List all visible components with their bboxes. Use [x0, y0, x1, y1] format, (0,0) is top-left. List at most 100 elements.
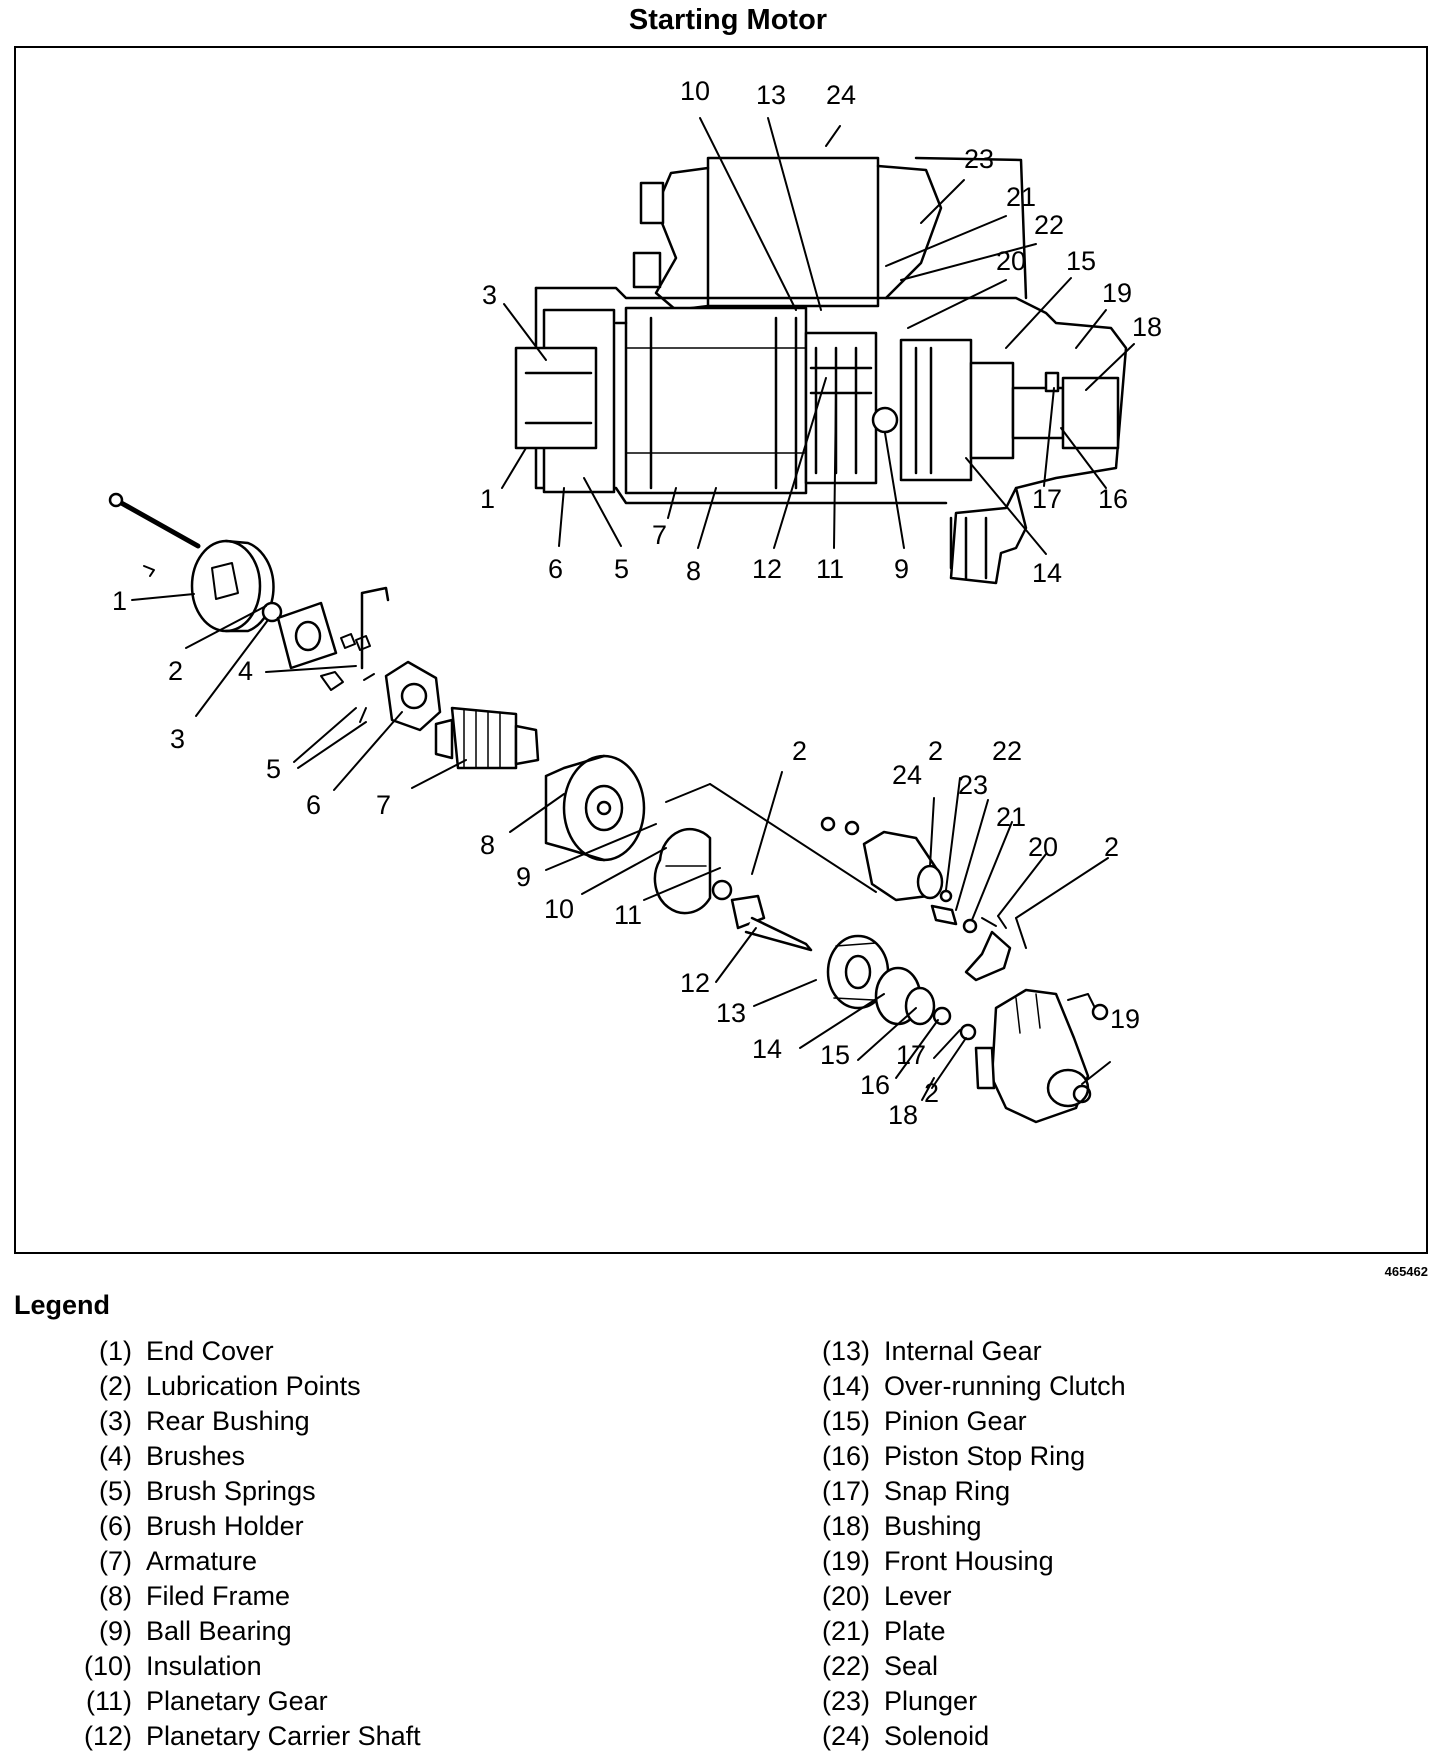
legend-label: Planetary Gear: [146, 1686, 328, 1716]
legend-label: Seal: [884, 1651, 939, 1681]
callout-12: 12: [752, 554, 782, 584]
legend-number: (23): [821, 1686, 870, 1716]
callout-17: 17: [896, 1040, 926, 1070]
legend-label: Brush Holder: [146, 1511, 304, 1541]
legend-item: (17) Snap Ring: [798, 1476, 1126, 1511]
legend-item: (6) Brush Holder: [60, 1511, 421, 1546]
callout-14: 14: [1032, 558, 1062, 588]
legend-label: Rear Bushing: [146, 1406, 310, 1436]
callout-15: 15: [1066, 246, 1096, 276]
legend-number: (17): [821, 1476, 870, 1506]
callout-20: 20: [996, 246, 1026, 276]
callout-2: 2: [924, 1078, 939, 1108]
callout-3: 3: [170, 724, 185, 754]
legend-label: Brush Springs: [146, 1476, 316, 1506]
callout-24: 24: [826, 80, 856, 110]
callout-23: 23: [964, 144, 994, 174]
legend-item: (2) Lubrication Points: [60, 1371, 421, 1406]
legend-number: (8): [99, 1581, 132, 1611]
callout-19: 19: [1102, 278, 1132, 308]
legend-label: Planetary Carrier Shaft: [146, 1721, 421, 1751]
callout-7: 7: [376, 790, 391, 820]
callout-14: 14: [752, 1034, 782, 1064]
legend-item: (9)Ball Bearing: [60, 1616, 421, 1651]
callout-9: 9: [516, 862, 531, 892]
callout-5: 5: [614, 554, 629, 584]
legend-number: (11): [85, 1686, 132, 1716]
callout-16: 16: [860, 1070, 890, 1100]
callout-11: 11: [816, 554, 844, 584]
callout-13: 13: [756, 80, 786, 110]
callout-5: 5: [266, 754, 281, 784]
callout-10: 10: [544, 894, 574, 924]
callout-23: 23: [958, 770, 988, 800]
legend-heading: Legend: [14, 1290, 111, 1320]
legend-item: (18) Bushing: [798, 1511, 1126, 1546]
starting-motor-diagram: 10 13 24 23 21 22 20 15 19 18 3 1 6 5 7 …: [108, 76, 1162, 1130]
callout-15: 15: [820, 1040, 850, 1070]
callout-6: 6: [548, 554, 563, 584]
legend-label: Brushes: [146, 1441, 246, 1471]
legend-label: Piston Stop Ring: [884, 1441, 1086, 1471]
callout-16: 16: [1098, 484, 1128, 514]
legend-number: (15): [821, 1406, 870, 1436]
legend-number: (3): [99, 1406, 132, 1436]
legend-number: (19): [821, 1546, 870, 1576]
legend-label: Armature: [146, 1546, 258, 1576]
callout-12: 12: [680, 968, 710, 998]
callout-2: 2: [168, 656, 183, 686]
callout-1: 1: [112, 586, 127, 616]
callout-10: 10: [680, 76, 710, 106]
legend-label: Lubrication Points: [146, 1371, 361, 1401]
callout-3: 3: [482, 280, 497, 310]
diagram-frame: 10 13 24 23 21 22 20 15 19 18 3 1 6 5 7 …: [14, 46, 1428, 1254]
exploded-callouts: 1 2 4 3 5 6 7 8 9 10 11 2 12 13 14 15 16…: [112, 586, 1140, 1130]
legend-number: (21): [821, 1616, 870, 1646]
legend-label: Snap Ring: [884, 1476, 1011, 1506]
legend-label: Pinion Gear: [884, 1406, 1027, 1436]
callout-9: 9: [894, 554, 909, 584]
legend-item: (22) Seal: [798, 1651, 1126, 1686]
callout-18: 18: [1132, 312, 1162, 342]
legend-item: (10)Insulation: [60, 1651, 421, 1686]
legend-number: (13): [821, 1336, 870, 1366]
legend-number: (22): [821, 1651, 870, 1681]
legend-item: (11) Planetary Gear: [60, 1686, 421, 1721]
figure-id: 465462: [1384, 1264, 1428, 1279]
legend-number: (9): [99, 1616, 132, 1646]
legend-item: (14)Over-running Clutch: [798, 1371, 1126, 1406]
callout-19: 19: [1110, 1004, 1140, 1034]
callout-21: 21: [1006, 182, 1036, 212]
legend-label: Plate: [884, 1616, 946, 1646]
legend-number: (2): [99, 1371, 132, 1401]
exploded-leaders: [131, 593, 1111, 1101]
legend-number: (6): [99, 1511, 132, 1541]
diagram-title: Starting Motor: [628, 4, 828, 36]
legend-item: (1)End Cover: [60, 1336, 421, 1371]
legend-number: (24): [821, 1721, 870, 1751]
legend-item: (19)Front Housing: [798, 1546, 1126, 1581]
exploded-view: [108, 492, 1109, 1124]
legend-number: (7): [99, 1546, 132, 1576]
cutaway-leaders: [501, 117, 1135, 555]
legend-number: (12): [83, 1721, 132, 1751]
legend-item: (4) Brushes: [60, 1441, 421, 1476]
legend-number: (4): [99, 1441, 132, 1471]
legend-number: (5): [99, 1476, 132, 1506]
legend-label: Internal Gear: [884, 1336, 1042, 1366]
callout-6: 6: [306, 790, 321, 820]
callout-2: 2: [928, 736, 943, 766]
legend-item: (5) Brush Springs: [60, 1476, 421, 1511]
legend-number: (18): [821, 1511, 870, 1541]
legend-number: (16): [821, 1441, 870, 1471]
callout-4: 4: [238, 656, 253, 686]
callout-2: 2: [792, 736, 807, 766]
legend-item: (3) Rear Bushing: [60, 1406, 421, 1441]
legend-item: (8) Filed Frame: [60, 1581, 421, 1616]
callout-8: 8: [686, 556, 701, 586]
legend-label: Filed Frame: [146, 1581, 291, 1611]
legend-item: (15) Pinion Gear: [798, 1406, 1126, 1441]
callout-1: 1: [480, 484, 495, 514]
legend-label: Bushing: [884, 1511, 982, 1541]
legend-item: (16) Piston Stop Ring: [798, 1441, 1126, 1476]
